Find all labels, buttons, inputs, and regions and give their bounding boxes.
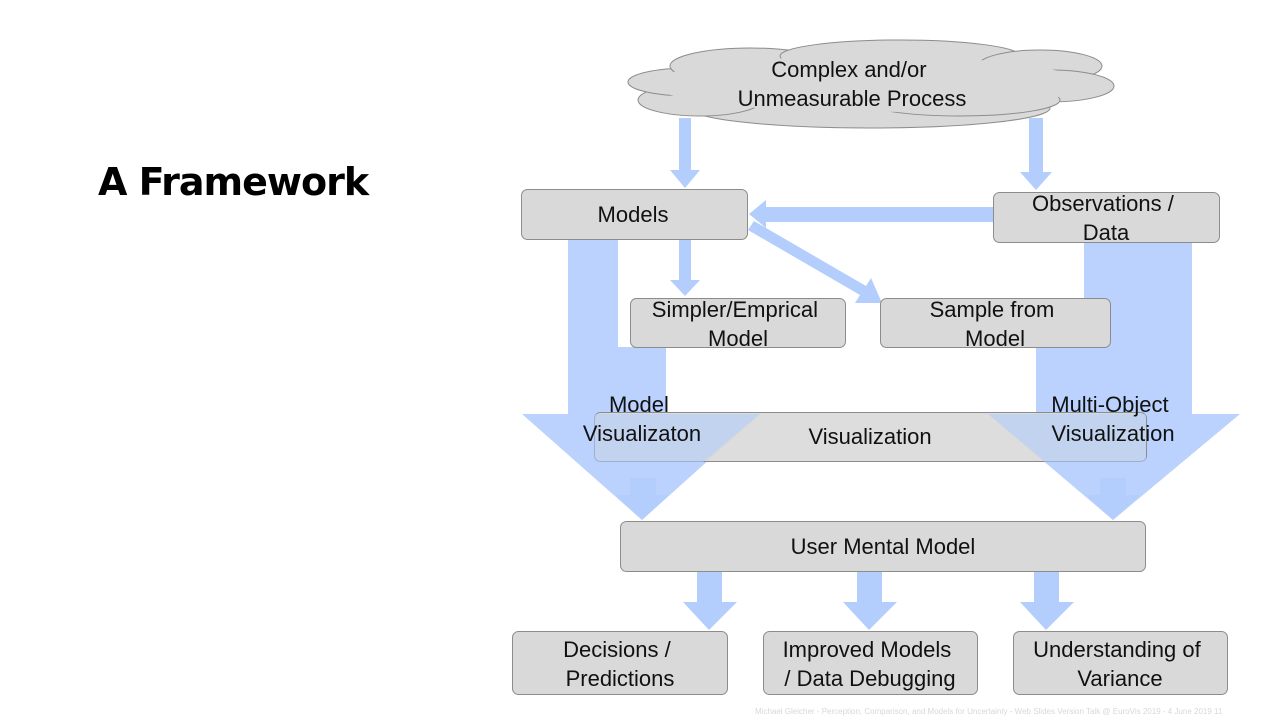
boxes [512,189,1228,695]
user-mental-model-node [620,521,1146,572]
process-label: Complex and/or Unmeasurable Process [738,57,967,111]
models-label: Models [598,202,669,227]
visualization-label: Visualization [808,424,931,449]
multi-object-visualization-label: Multi-Object Visualization [1051,392,1174,446]
slide-footer: Michael Gleicher - Perception, Compariso… [755,707,1223,716]
arrow-mental-to-decisions [683,572,737,630]
arrow-observations-to-models [749,200,994,228]
user-mental-model-label: User Mental Model [791,534,976,559]
arrow-process-to-models [670,118,700,188]
simpler-model-label: Simpler/Emprical Model [652,297,824,351]
arrow-model-vis-head-overlay [594,414,760,462]
sample-from-model-node [880,298,1111,348]
decisions-label: Decisions / Predictions [563,637,677,691]
process-cloud-fill [653,56,1083,112]
arrow-models-to-simpler [670,240,700,296]
arrow-process-to-observations [1020,118,1052,190]
variance-node [1013,631,1228,695]
improved-models-label: Improved Models / Data Debugging [783,637,958,691]
improved-models-node [763,631,978,695]
observations-label: Observations / Data [1032,191,1180,245]
arrow-mental-to-improved [843,572,897,630]
arrow-models-to-sample [748,221,882,303]
arrow-model-vis-tail [616,478,669,520]
arrow-multi-vis-tail [1086,478,1140,520]
decisions-node [512,631,728,695]
model-visualization-label: Model Visualizaton [583,392,701,446]
variance-label: Understanding of Variance [1033,637,1207,691]
simpler-model-node [630,298,846,348]
models-node [521,189,748,240]
slide-title: A Framework [98,160,369,204]
sample-from-model-label: Sample from Model [930,297,1061,351]
observations-node [993,192,1220,243]
arrow-multi-vis-head-overlay [988,414,1146,462]
arrow-mental-to-variance [1020,572,1074,630]
